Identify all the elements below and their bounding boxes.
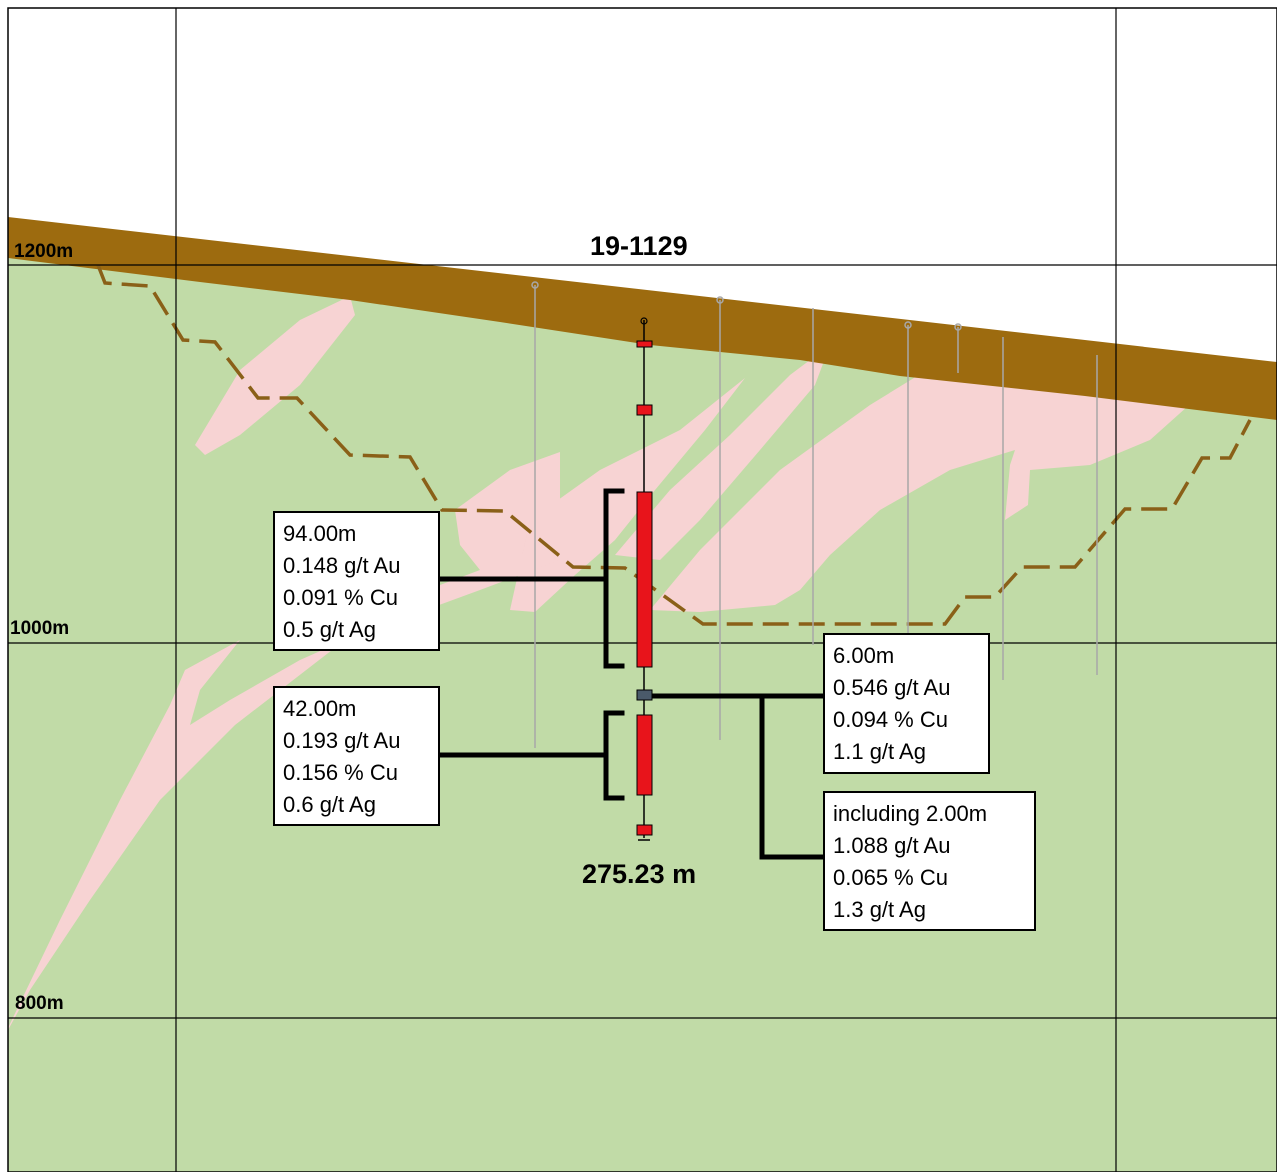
mineralized-interval [636,689,653,701]
mineralized-interval [636,404,653,416]
assay-gold: 0.148 g/t Au [283,553,401,578]
assay-silver: 1.3 g/t Ag [833,897,926,922]
assay-silver: 1.1 g/t Ag [833,739,926,764]
assay-copper: 0.065 % Cu [833,865,948,890]
drill-hole-title: 19-1129 [590,231,688,261]
mineralized-interval [636,824,653,836]
assay-box-6m: 6.00m 0.546 g/t Au 0.094 % Cu 1.1 g/t Ag [823,633,990,774]
assay-gold: 0.193 g/t Au [283,728,401,753]
mineralized-interval [636,714,653,796]
end-of-hole-depth: 275.23 m [582,859,697,889]
mineralized-interval [636,340,653,348]
intercept-leaders [437,488,828,860]
assay-gold: 0.546 g/t Au [833,675,951,700]
leader-2m [759,693,828,860]
intrusive-body [195,296,355,455]
pit-shell-outline [96,264,1252,626]
elevation-label-1000: 1000m [10,618,70,639]
assay-interval: including 2.00m [833,801,988,826]
assay-box-42m: 42.00m 0.193 g/t Au 0.156 % Cu 0.6 g/t A… [273,686,440,826]
assay-silver: 0.5 g/t Ag [283,617,376,642]
assay-interval: 6.00m [833,643,895,668]
elevation-label-1200: 1200m [14,241,74,262]
assay-silver: 0.6 g/t Ag [283,792,376,817]
assay-box-including-2m: including 2.00m 1.088 g/t Au 0.065 % Cu … [823,791,1036,931]
assay-copper: 0.091 % Cu [283,585,398,610]
featured-drill-hole [636,317,653,841]
intrusive-body [615,345,830,560]
assay-gold: 1.088 g/t Au [833,833,951,858]
assay-copper: 0.156 % Cu [283,760,398,785]
mineralized-interval [636,491,653,668]
elevation-label-800: 800m [15,993,64,1014]
assay-interval: 94.00m [283,521,357,546]
assay-copper: 0.094 % Cu [833,707,948,732]
intrusive-body [650,365,1188,612]
adjacent-drill-holes [531,281,1098,748]
assay-interval: 42.00m [283,696,357,721]
assay-box-94m: 94.00m 0.148 g/t Au 0.091 % Cu 0.5 g/t A… [273,511,440,651]
